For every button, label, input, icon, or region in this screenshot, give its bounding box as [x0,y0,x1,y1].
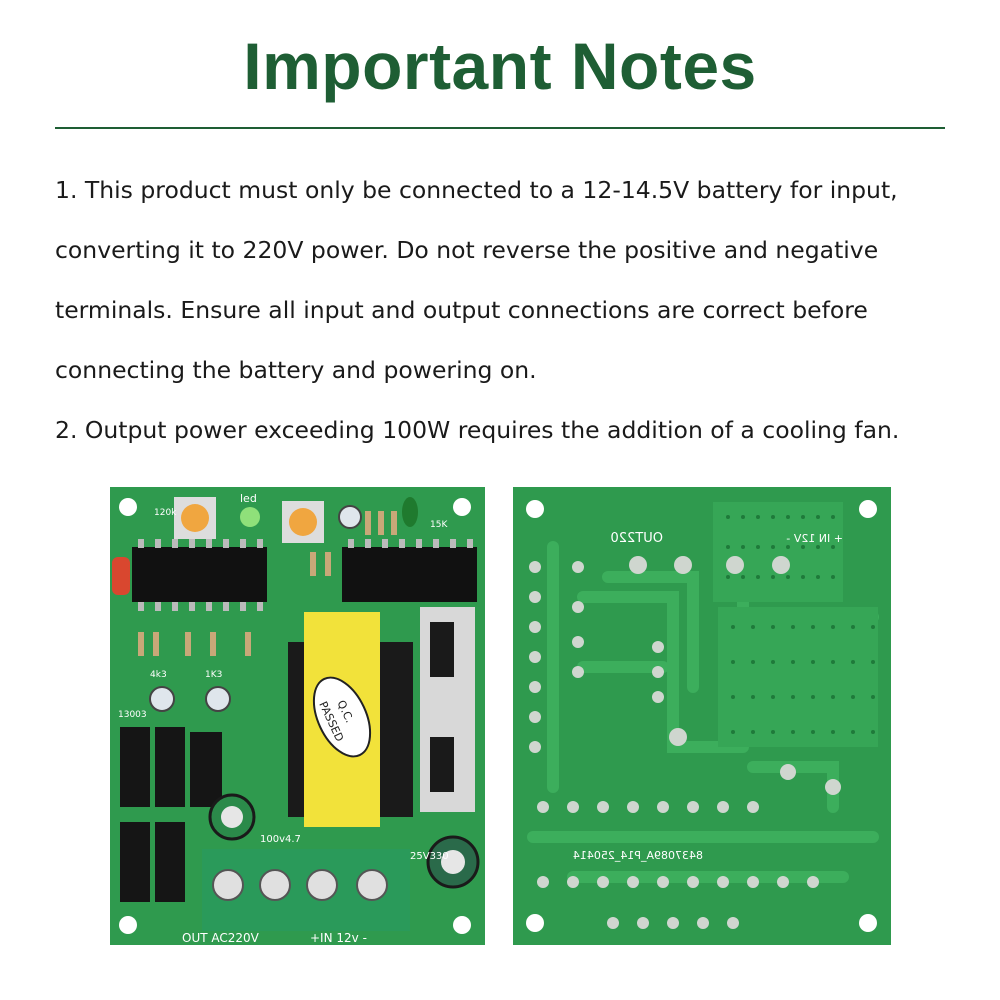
back-part-number: 8437089A_P14_250414 [573,849,703,862]
pot-label-120k: 120k [154,508,177,518]
input-label: +IN 12v - [310,931,367,945]
page-title: Important Notes [243,29,757,103]
pcb-front-image: Q.C. PASSED OUT AC220V +IN 12v - led 25V… [110,487,485,945]
cap-voltage-label: 25V330 [410,851,449,862]
led-label: led [240,492,257,505]
ic-chip-right [342,547,477,602]
cap-mark-label: 100v4.7 [260,834,301,845]
resistor-label-4k3: 4k3 [150,670,167,680]
led-indicator [240,507,260,527]
note-item-2: 2. Output power exceeding 100W requires … [55,416,900,444]
resistor-label-15k: 15K [430,520,448,530]
capacitor-red [112,557,130,595]
resistor-label-1k3: 1K3 [205,670,222,680]
note-item-1: 1. This product must only be connected t… [55,176,898,384]
title-divider [55,127,945,129]
back-output-mark: OUT220 [610,531,663,546]
notes-list: 1. This product must only be connected t… [55,160,955,460]
pcb-back-image: OUT220 + IN 12V - 8437089A_P14_250414 [513,487,891,945]
ic-chip-left [132,547,267,602]
transistor-label: 13003 [118,710,147,720]
output-label: OUT AC220V [182,931,260,945]
back-input-mark: + IN 12V - [786,532,843,545]
